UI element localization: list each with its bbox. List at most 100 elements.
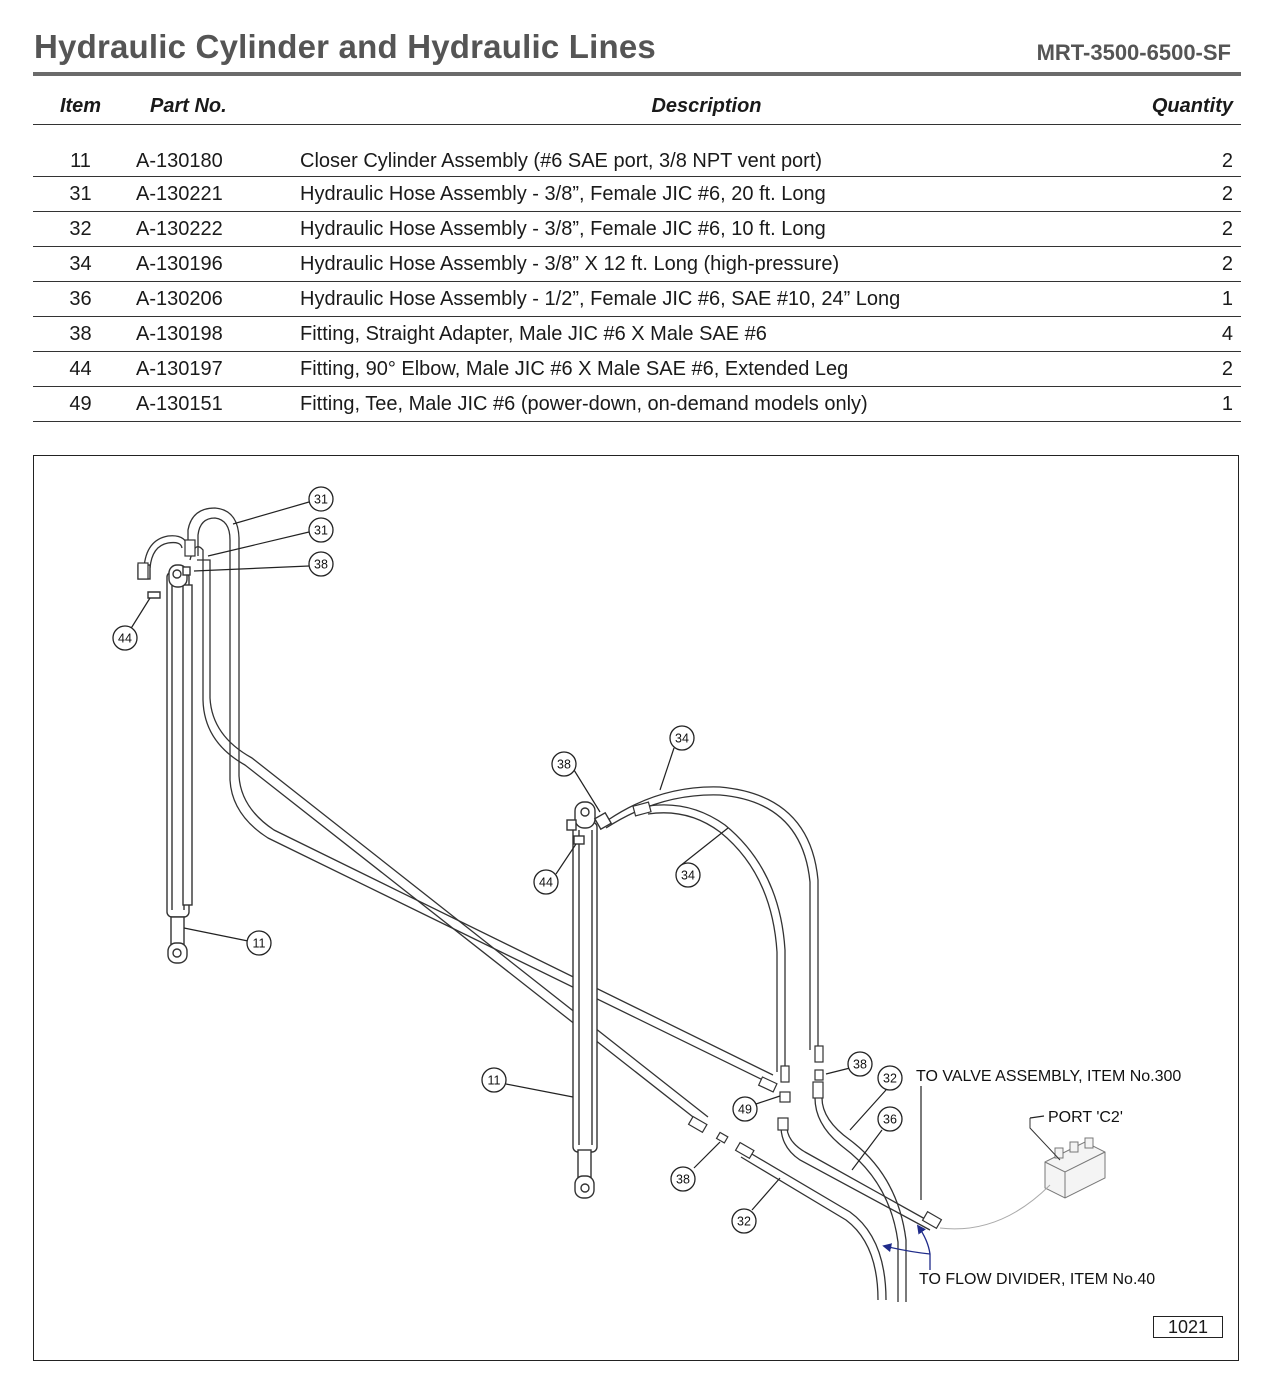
table-header-row: Item Part No. Description Quantity (33, 88, 1241, 125)
parts-table: Item Part No. Description Quantity 11 A-… (33, 88, 1241, 422)
callout-49: 49 (732, 1096, 758, 1122)
callout-label: 38 (676, 1173, 690, 1187)
cell-part-no: A-130198 (128, 316, 300, 352)
table-row: 38 A-130198 Fitting, Straight Adapter, M… (33, 316, 1241, 352)
hose-34-inner (647, 804, 786, 1072)
cell-item: 38 (33, 316, 128, 352)
column-header-part-no: Part No. (128, 88, 300, 125)
right-cylinder (566, 801, 613, 1199)
hose-left-jumper (143, 535, 189, 569)
callout-label: 34 (675, 732, 689, 746)
cell-item: 36 (33, 281, 128, 317)
page-number: 1021 (1153, 1316, 1223, 1338)
cell-part-no: A-130180 (128, 124, 300, 177)
callout-label: 31 (314, 524, 328, 538)
cell-quantity: 4 (1113, 316, 1241, 352)
note-flow-divider: TO FLOW DIVIDER, ITEM No.40 (919, 1271, 1155, 1288)
callout-31-lower: 31 (308, 517, 334, 543)
title-divider (33, 72, 1241, 76)
cell-part-no: A-130196 (128, 246, 300, 282)
cell-quantity: 2 (1113, 246, 1241, 282)
note-valve-assembly: TO VALVE ASSEMBLY, ITEM No.300 (916, 1068, 1181, 1085)
table-row: 11 A-130180 Closer Cylinder Assembly (#6… (33, 124, 1241, 177)
cell-description: Fitting, Straight Adapter, Male JIC #6 X… (300, 316, 1113, 352)
leader-lines (129, 501, 1045, 1211)
cell-item: 49 (33, 386, 128, 422)
callout-label: 49 (738, 1103, 752, 1117)
cell-quantity: 2 (1113, 211, 1241, 247)
cell-item: 31 (33, 176, 128, 212)
cell-item: 11 (33, 124, 128, 177)
cell-description: Hydraulic Hose Assembly - 3/8” X 12 ft. … (300, 246, 1113, 282)
cell-quantity: 1 (1113, 386, 1241, 422)
callout-11-left: 11 (246, 930, 272, 956)
cell-part-no: A-130221 (128, 176, 300, 212)
cell-quantity: 2 (1113, 124, 1241, 177)
table-row: 31 A-130221 Hydraulic Hose Assembly - 3/… (33, 176, 1241, 212)
hose-36 (780, 1127, 935, 1231)
cell-item: 34 (33, 246, 128, 282)
cell-item: 32 (33, 211, 128, 247)
callout-32-lower: 32 (731, 1208, 757, 1234)
callout-44-left: 44 (112, 625, 138, 651)
hose-31-outer (187, 507, 774, 1083)
callout-36: 36 (877, 1106, 903, 1132)
left-cylinder (137, 564, 193, 964)
table-row: 36 A-130206 Hydraulic Hose Assembly - 1/… (33, 281, 1241, 317)
table-row: 49 A-130151 Fitting, Tee, Male JIC #6 (p… (33, 386, 1241, 422)
callout-label: 34 (681, 869, 695, 883)
note-port-c2: PORT 'C2' (1048, 1109, 1123, 1126)
cell-quantity: 2 (1113, 176, 1241, 212)
table-row: 34 A-130196 Hydraulic Hose Assembly - 3/… (33, 246, 1241, 282)
cell-description: Fitting, 90° Elbow, Male JIC #6 X Male S… (300, 351, 1113, 387)
cell-quantity: 2 (1113, 351, 1241, 387)
table-row: 32 A-130222 Hydraulic Hose Assembly - 3/… (33, 211, 1241, 247)
model-number: MRT-3500-6500-SF (1036, 40, 1231, 65)
callout-38-left: 38 (308, 551, 334, 577)
cell-description: Fitting, Tee, Male JIC #6 (power-down, o… (300, 386, 1113, 422)
callout-11-right: 11 (481, 1067, 507, 1093)
page-title: Hydraulic Cylinder and Hydraulic Lines (34, 28, 656, 65)
cell-description: Hydraulic Hose Assembly - 3/8”, Female J… (300, 176, 1113, 212)
callout-label: 32 (883, 1072, 897, 1086)
cell-part-no: A-130222 (128, 211, 300, 247)
column-header-description: Description (300, 88, 1113, 125)
valve-block (939, 1118, 1106, 1230)
callout-label: 36 (883, 1113, 897, 1127)
cell-part-no: A-130151 (128, 386, 300, 422)
callout-44-right: 44 (533, 869, 559, 895)
callout-label: 31 (314, 493, 328, 507)
callout-38-lower: 38 (670, 1166, 696, 1192)
hose-32-lower (740, 1149, 887, 1301)
cell-description: Closer Cylinder Assembly (#6 SAE port, 3… (300, 124, 1113, 177)
callout-38-tee: 38 (847, 1051, 873, 1077)
callout-31-upper: 31 (308, 486, 334, 512)
column-header-item: Item (33, 88, 128, 125)
callout-34-top: 34 (669, 725, 695, 751)
cell-part-no: A-130197 (128, 351, 300, 387)
callout-label: 44 (118, 632, 132, 646)
callout-34-inner: 34 (675, 862, 701, 888)
column-header-quantity: Quantity (1113, 88, 1241, 125)
flow-arrows (882, 1224, 931, 1270)
callout-32-upper: 32 (877, 1065, 903, 1091)
callout-label: 11 (488, 1074, 501, 1088)
hose-31-inner (189, 546, 709, 1125)
callout-label: 38 (853, 1058, 867, 1072)
hose-32-right (814, 1097, 907, 1302)
exploded-diagram-frame (33, 455, 1239, 1361)
callout-label: 11 (253, 937, 266, 951)
cell-description: Hydraulic Hose Assembly - 1/2”, Female J… (300, 281, 1113, 317)
callouts: 31 31 38 44 11 34 38 34 (112, 486, 903, 1234)
fittings (137, 539, 943, 1230)
callout-label: 38 (314, 558, 328, 572)
callout-label: 32 (737, 1215, 751, 1229)
callout-label: 38 (557, 758, 571, 772)
cell-description: Hydraulic Hose Assembly - 3/8”, Female J… (300, 211, 1113, 247)
callout-label: 44 (539, 876, 553, 890)
cell-item: 44 (33, 351, 128, 387)
callout-38-right-cylinder: 38 (551, 751, 577, 777)
cell-part-no: A-130206 (128, 281, 300, 317)
table-row: 44 A-130197 Fitting, 90° Elbow, Male JIC… (33, 351, 1241, 387)
